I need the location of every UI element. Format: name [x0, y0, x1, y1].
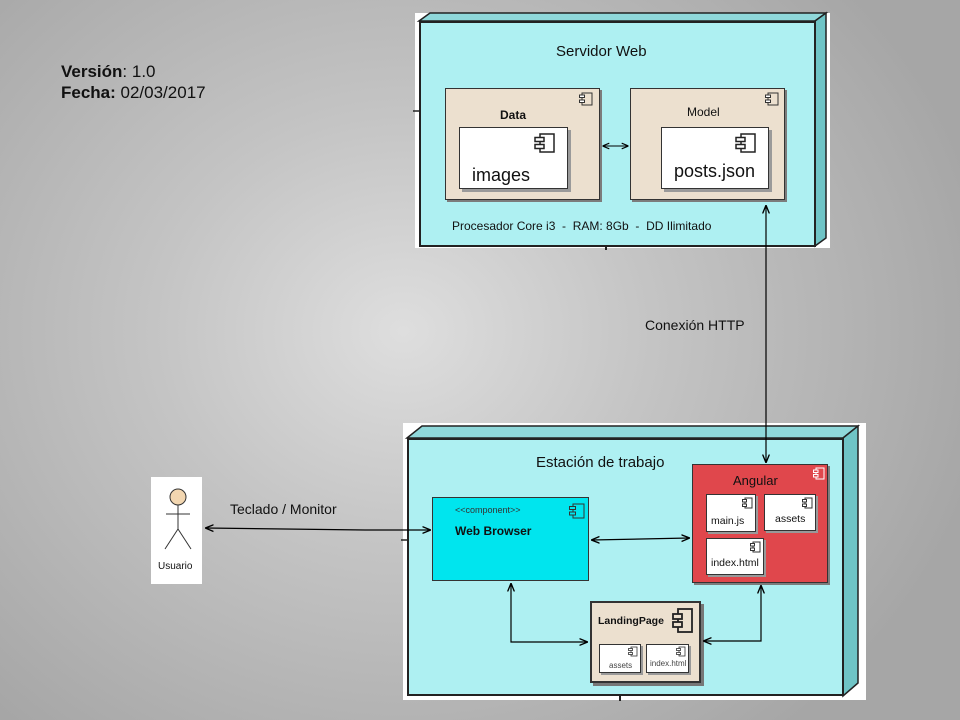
- images-label: images: [472, 165, 531, 185]
- component-icon: [813, 467, 825, 480]
- landing-page-item-index-html: [646, 644, 689, 673]
- version-label: Versión: [61, 62, 123, 81]
- posts-json-artifact: [661, 127, 769, 189]
- component-icon: [735, 133, 756, 153]
- angular-item-label: index.html: [711, 557, 759, 569]
- angular-item-label: assets: [775, 513, 806, 525]
- browser-angular-link: [592, 538, 689, 540]
- component-icon: [628, 646, 638, 657]
- component-icon: [765, 92, 779, 106]
- actor-browser-link: [206, 528, 430, 530]
- date-label: Fecha:: [61, 83, 116, 102]
- component-icon: [534, 133, 555, 153]
- web-browser-label: Web Browser: [455, 524, 532, 538]
- stick-figure-icon: [164, 488, 192, 550]
- images-artifact: [459, 127, 568, 189]
- version-value: : 1.0: [122, 62, 156, 81]
- version-line: Versión: 1.0: [61, 61, 206, 82]
- browser-landing-link: [511, 584, 587, 642]
- angular-item-assets: [764, 494, 816, 531]
- date-value: 02/03/2017: [115, 83, 206, 102]
- angular-landing-link: [704, 586, 761, 641]
- landing-page-item-label: index.html: [650, 659, 687, 668]
- component-icon: [676, 646, 686, 657]
- posts-json-label: posts.json: [674, 161, 756, 181]
- component-icon: [742, 497, 753, 509]
- date-line: Fecha: 02/03/2017: [61, 82, 206, 103]
- server-specs: Procesador Core i3 - RAM: 8Gb - DD Ilimi…: [452, 219, 712, 233]
- http-connection-label: Conexión HTTP: [645, 317, 745, 333]
- workstation-node-title: Estación de trabajo: [536, 454, 665, 471]
- landing-page-item-label: assets: [609, 661, 633, 670]
- actor-link-label: Teclado / Monitor: [230, 501, 337, 517]
- angular-item-label: main.js: [711, 515, 745, 527]
- data-component-label: Data: [500, 108, 527, 122]
- document-meta: Versión: 1.0 Fecha: 02/03/2017: [61, 61, 206, 103]
- component-icon: [672, 608, 693, 633]
- angular-label: Angular: [733, 473, 778, 488]
- component-icon: [802, 497, 813, 509]
- landing-page-label: LandingPage: [598, 615, 664, 627]
- landing-page-item-assets: [599, 644, 641, 673]
- web-browser-component: [432, 497, 589, 581]
- web-browser-stereotype: <<component>>: [455, 505, 521, 515]
- server-node-title: Servidor Web: [556, 43, 647, 60]
- component-icon: [579, 92, 593, 106]
- component-icon: [750, 541, 761, 553]
- angular-item-main-js: [706, 494, 756, 532]
- component-icon: [569, 503, 585, 519]
- model-component-label: Model: [687, 105, 720, 119]
- actor-label: Usuario: [158, 561, 193, 572]
